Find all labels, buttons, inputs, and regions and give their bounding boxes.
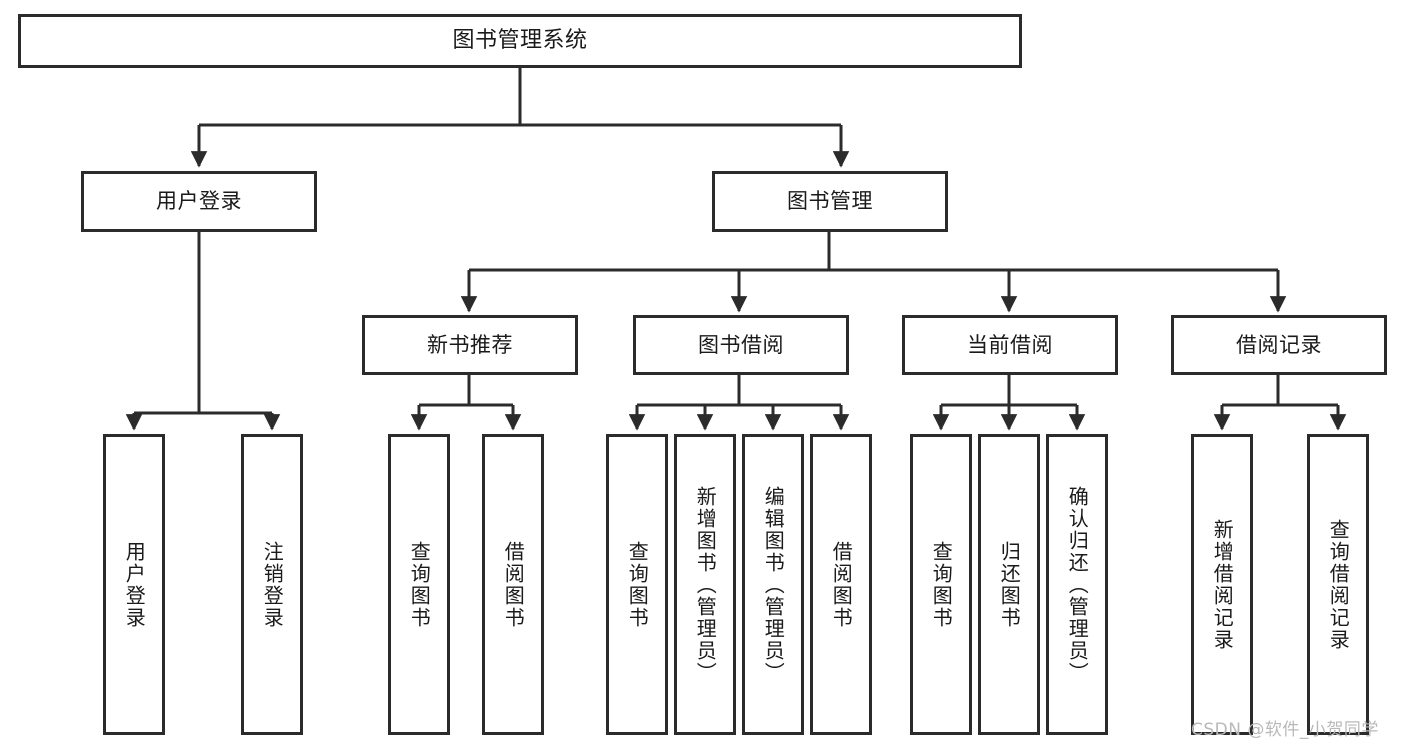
node-leaf-borrow-book-1-label: 借阅图书 [501, 540, 526, 629]
node-book-manage[interactable]: 图书管理 [712, 171, 948, 232]
node-leaf-add-record[interactable]: 新增借阅记录 [1191, 434, 1253, 735]
node-leaf-add-book[interactable]: 新增图书（管理员） [674, 434, 736, 735]
node-leaf-confirm-return[interactable]: 确认归还（管理员） [1046, 434, 1108, 735]
node-leaf-return-book[interactable]: 归还图书 [978, 434, 1040, 735]
node-leaf-return-book-label: 归还图书 [997, 540, 1022, 629]
node-leaf-borrow-book-2-label: 借阅图书 [829, 540, 854, 629]
csdn-watermark: CSDN @软件_小贺同学 [1191, 720, 1379, 740]
node-leaf-user-login[interactable]: 用户登录 [103, 434, 165, 735]
node-leaf-query-book-3-label: 查询图书 [929, 540, 954, 629]
node-leaf-query-book-1-label: 查询图书 [407, 540, 432, 629]
node-root-label: 图书管理系统 [452, 28, 588, 54]
node-current-borrow-label: 当前借阅 [967, 332, 1053, 357]
node-leaf-edit-book[interactable]: 编辑图书（管理员） [742, 434, 804, 735]
node-book-borrow-label: 图书借阅 [698, 332, 784, 357]
node-leaf-query-record-label: 查询借阅记录 [1326, 518, 1351, 651]
node-book-borrow[interactable]: 图书借阅 [633, 315, 849, 375]
node-new-book-rec[interactable]: 新书推荐 [362, 315, 578, 375]
node-leaf-query-book-2[interactable]: 查询图书 [606, 434, 668, 735]
node-leaf-query-book-2-label: 查询图书 [625, 540, 650, 629]
node-leaf-confirm-return-label: 确认归还（管理员） [1065, 485, 1090, 684]
node-leaf-user-logout-label: 注销登录 [260, 540, 285, 629]
node-leaf-user-logout[interactable]: 注销登录 [241, 434, 303, 735]
node-leaf-borrow-book-1[interactable]: 借阅图书 [482, 434, 544, 735]
node-root-system[interactable]: 图书管理系统 [18, 14, 1022, 68]
node-leaf-borrow-book-2[interactable]: 借阅图书 [810, 434, 872, 735]
node-leaf-query-book-1[interactable]: 查询图书 [388, 434, 450, 735]
node-book-manage-label: 图书管理 [787, 189, 873, 214]
node-user-login-label: 用户登录 [156, 189, 242, 214]
node-leaf-edit-book-label: 编辑图书（管理员） [761, 485, 786, 684]
node-new-book-rec-label: 新书推荐 [427, 332, 513, 357]
node-leaf-user-login-label: 用户登录 [122, 540, 147, 629]
node-borrow-record[interactable]: 借阅记录 [1171, 315, 1387, 375]
node-leaf-query-record[interactable]: 查询借阅记录 [1307, 434, 1369, 735]
node-borrow-record-label: 借阅记录 [1236, 332, 1322, 357]
node-user-login[interactable]: 用户登录 [81, 171, 317, 232]
node-leaf-add-book-label: 新增图书（管理员） [693, 485, 718, 684]
node-leaf-add-record-label: 新增借阅记录 [1210, 518, 1235, 651]
node-leaf-query-book-3[interactable]: 查询图书 [910, 434, 972, 735]
node-current-borrow[interactable]: 当前借阅 [902, 315, 1118, 375]
